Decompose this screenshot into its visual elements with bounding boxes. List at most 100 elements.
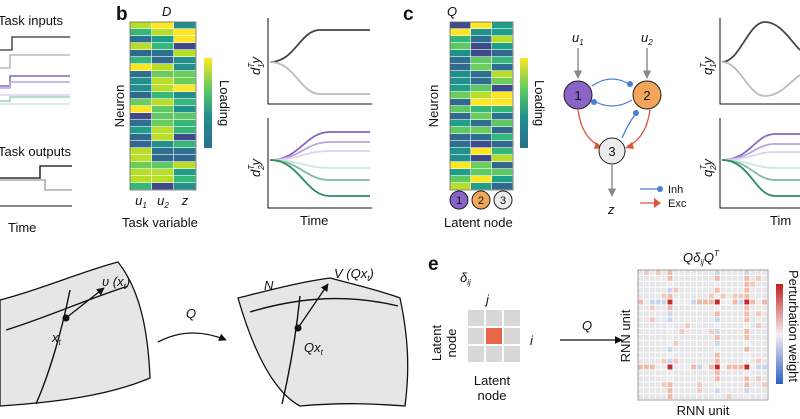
perturbation-cell	[667, 358, 673, 364]
perturbation-cell	[708, 311, 714, 317]
perturbation-cell	[638, 370, 643, 376]
perturbation-frame	[637, 269, 769, 401]
perturbation-cell	[649, 382, 655, 388]
heatmap-d-cell	[130, 113, 152, 120]
perturbation-cell	[661, 352, 667, 358]
perturbation-cell	[703, 358, 708, 364]
perturbation-cell	[720, 370, 726, 376]
heatmap-d-cell	[152, 99, 174, 106]
trace-b-bot-6	[269, 159, 370, 197]
perturbation-cell	[638, 329, 643, 334]
perturbation-cell	[714, 299, 720, 305]
perturbation-cell	[685, 335, 691, 340]
perturbation-cell	[720, 317, 726, 323]
perturbation-cell	[685, 382, 691, 388]
perturbation-cell	[744, 340, 750, 346]
perturbation-cell	[679, 388, 685, 394]
perturbation-cell	[649, 376, 655, 382]
perturbation-cell	[720, 358, 726, 364]
perturbation-cell	[655, 335, 661, 340]
perturbation-cell	[703, 388, 708, 394]
output-trace-1	[0, 165, 72, 179]
perturbation-cell	[673, 311, 679, 317]
perturbation-cell	[649, 352, 655, 358]
perturbation-cell	[756, 287, 762, 293]
perturbation-cell	[703, 305, 708, 311]
heatmap-d-cell	[152, 50, 174, 57]
perturbation-cell	[762, 364, 767, 370]
perturbation-cell	[697, 394, 702, 399]
perturbation-cell	[756, 388, 762, 394]
perturbation-cell	[732, 305, 738, 311]
perturbation-cell	[667, 317, 673, 323]
perturbation-cell	[738, 275, 744, 281]
perturbation-cell	[661, 287, 667, 293]
heatmap-q-cell	[471, 99, 492, 106]
perturbation-cell	[697, 364, 702, 370]
heatmap-d-cell	[174, 43, 196, 50]
heatmap-q-cell	[471, 155, 492, 162]
heatmap-d-cell	[152, 43, 174, 50]
perturbation-cell	[714, 376, 720, 382]
edge-3-2-inh-head	[633, 110, 639, 116]
perturbation-cell	[762, 370, 767, 376]
perturbation-cell	[667, 352, 673, 358]
perturbation-cell	[697, 305, 702, 311]
perturbation-cell	[703, 281, 708, 287]
perturbation-cell	[762, 358, 767, 364]
perturbation-cell	[744, 311, 750, 317]
heatmap-q-cell	[450, 162, 471, 169]
vector-left-label: υ (xt)	[102, 274, 130, 291]
perturbation-cell	[726, 311, 732, 317]
heatmap-d-cell	[130, 50, 152, 57]
heatmap-q-cell	[492, 85, 513, 92]
perturbation-cell	[649, 305, 655, 311]
perturbation-cell	[720, 293, 726, 299]
perturbation-cell	[744, 305, 750, 311]
heatmap-q-cell	[450, 71, 471, 78]
perturbation-cell	[638, 382, 643, 388]
legend-exc-label: Exc	[668, 198, 687, 210]
heatmap-q-cell	[492, 169, 513, 176]
perturbation-cell	[673, 293, 679, 299]
heatmap-d-cell	[130, 106, 152, 113]
heatmap-q-cell	[471, 148, 492, 155]
perturbation-cell	[720, 352, 726, 358]
perturbation-cell	[667, 394, 673, 399]
perturbation-cell	[697, 346, 702, 352]
perturbation-cell	[679, 311, 685, 317]
perturbation-cell	[673, 340, 679, 346]
perturbation-cell	[750, 394, 756, 399]
perturbation-cell	[685, 323, 691, 329]
perturbation-cell	[714, 335, 720, 340]
perturbation-cell	[661, 394, 667, 399]
panel-a: Task inputs Task outputs Time	[0, 13, 72, 235]
perturbation-cell	[756, 317, 762, 323]
perturbation-cell	[697, 323, 702, 329]
perturbation-cell	[661, 388, 667, 394]
heatmap-d-cell	[174, 155, 196, 162]
perturbation-cell	[762, 299, 767, 305]
heatmap-d-cell	[130, 141, 152, 148]
perturbation-cell	[685, 275, 691, 281]
perturbation-cell	[726, 352, 732, 358]
perturbation-cell	[703, 364, 708, 370]
perturbation-cell	[762, 376, 767, 382]
perturbation-cell	[643, 364, 649, 370]
delta-active-cell	[486, 328, 502, 344]
trace-c-top-light	[721, 61, 800, 97]
heatmap-q-cell	[492, 64, 513, 71]
q2y-label: qT2y	[699, 157, 718, 177]
perturbation-cell	[714, 388, 720, 394]
perturbation-cell	[697, 358, 702, 364]
perturbation-cell	[667, 329, 673, 334]
perturbation-cell	[732, 287, 738, 293]
perturbation-cell	[756, 346, 762, 352]
perturbation-cell	[638, 275, 643, 281]
perturbation-cell	[726, 305, 732, 311]
perturbation-cell	[649, 323, 655, 329]
heatmap-d-cell	[152, 183, 174, 190]
perturbation-cell	[720, 388, 726, 394]
heatmap-q-cell	[471, 183, 492, 190]
